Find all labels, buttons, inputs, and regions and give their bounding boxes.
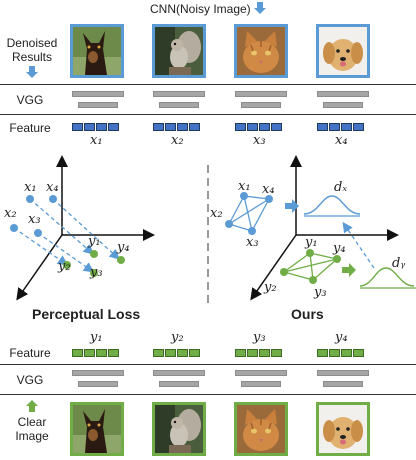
vgg-bar	[241, 102, 281, 108]
point-label-y3-right: y₃	[314, 285, 327, 300]
feature-label-y2: y₂	[171, 330, 184, 345]
panel-title-ours: Ours	[291, 306, 324, 322]
vgg-label-bottom: VGG	[16, 373, 44, 387]
clear-image-dog	[70, 402, 124, 456]
point-label-y1: y₁	[88, 234, 101, 249]
point-label-x1-right: x₁	[238, 179, 251, 194]
denoised-label-line1: Denoised	[6, 36, 58, 50]
point-label-x4-right: x₄	[262, 182, 275, 197]
point-y3	[90, 269, 98, 277]
down-arrow-icon	[254, 2, 267, 17]
top-caption-text: CNN(Noisy Image)	[150, 2, 251, 16]
top-caption: CNN(Noisy Image)	[150, 2, 267, 17]
vgg-bar	[235, 91, 287, 97]
right-blue-points	[225, 192, 273, 235]
down-arrow-icon	[4, 66, 60, 81]
vgg-bar	[72, 370, 124, 376]
feature-vector-y1	[72, 349, 120, 357]
point-label-x3: x₃	[28, 212, 41, 227]
clear-image-squirrel	[152, 402, 206, 456]
point-x3	[34, 229, 42, 237]
right-arrow-icon	[342, 263, 356, 277]
left-points	[10, 195, 125, 277]
vgg-bar	[317, 91, 369, 97]
feature-label-y3: y₃	[253, 330, 266, 345]
feature-vector-x2	[153, 123, 201, 131]
right-green-points	[280, 249, 341, 284]
vgg-bar	[72, 91, 124, 97]
feature-label-x2: x₂	[171, 133, 184, 148]
feature-vector-x1	[72, 123, 120, 131]
distribution-label-dy: dᵧ	[392, 256, 406, 271]
feature-vector-x3	[235, 123, 283, 131]
vgg-bar	[159, 381, 199, 387]
clear-image-cat	[234, 402, 288, 456]
point-label-y4-right: y₄	[333, 241, 346, 256]
point-label-y2-right: y₂	[264, 280, 277, 295]
vgg-bar	[241, 381, 281, 387]
vgg-bar	[153, 370, 205, 376]
feature-label-y1: y₁	[90, 330, 103, 345]
point-x2	[10, 224, 18, 232]
clear-image-puppy	[316, 402, 370, 456]
clear-label-line1: Clear	[17, 415, 47, 429]
denoised-label-line2: Results	[11, 50, 52, 64]
vgg-bar	[78, 381, 118, 387]
point-label-x1: x₁	[24, 180, 37, 195]
point-label-x3-right: x₃	[246, 235, 259, 250]
panel-title-perceptual-loss: Perceptual Loss	[32, 306, 141, 322]
denoised-image-puppy	[316, 24, 370, 78]
feature-vector-y4	[317, 349, 365, 357]
feature-label-x3: x₃	[253, 133, 266, 148]
feature-vector-y2	[153, 349, 201, 357]
point-label-y1-right: y₁	[305, 235, 318, 250]
point-y2	[63, 261, 71, 269]
embedding-space-panels	[10, 155, 416, 305]
point-y1	[90, 250, 98, 258]
denoised-results-label: Denoised Results	[4, 36, 60, 81]
vgg-bar	[78, 102, 118, 108]
point-label-x2: x₂	[4, 206, 17, 221]
feature-label-top: Feature	[9, 121, 51, 135]
distribution-label-dx: dₓ	[334, 180, 347, 195]
point-label-x4: x₄	[46, 180, 59, 195]
divider	[0, 114, 416, 115]
left-axes	[16, 155, 155, 301]
distribution-dx	[303, 195, 361, 217]
feature-vector-y3	[235, 349, 283, 357]
vgg-bar	[317, 370, 369, 376]
divider	[0, 364, 416, 365]
point-y4	[117, 256, 125, 264]
distribution-dy	[359, 267, 416, 289]
vgg-bar	[323, 381, 363, 387]
right-axes	[250, 155, 399, 301]
vgg-bar	[323, 102, 363, 108]
divider	[0, 394, 416, 395]
point-label-x2-right: x₂	[210, 206, 223, 221]
denoised-image-cat	[234, 24, 288, 78]
point-x4	[49, 195, 57, 203]
feature-vector-x4	[317, 123, 365, 131]
point-x1	[26, 195, 34, 203]
up-arrow-icon	[6, 400, 58, 415]
denoised-image-dog	[70, 24, 124, 78]
clear-image-label: Clear Image	[6, 400, 58, 443]
feature-label-x1: x₁	[90, 133, 103, 148]
vgg-bar	[159, 102, 199, 108]
feature-label-bottom: Feature	[9, 346, 51, 360]
point-label-y3: y₃	[90, 265, 103, 280]
vgg-bar	[235, 370, 287, 376]
divider	[0, 84, 416, 85]
point-label-y2: y₂	[58, 259, 71, 274]
vgg-label-top: VGG	[16, 93, 44, 107]
right-arrow-icon	[285, 199, 299, 213]
vgg-bar	[153, 91, 205, 97]
denoised-image-squirrel	[152, 24, 206, 78]
point-label-y4: y₄	[117, 240, 130, 255]
feature-label-y4: y₄	[335, 330, 348, 345]
clear-label-line2: Image	[15, 429, 49, 443]
feature-label-x4: x₄	[335, 133, 348, 148]
